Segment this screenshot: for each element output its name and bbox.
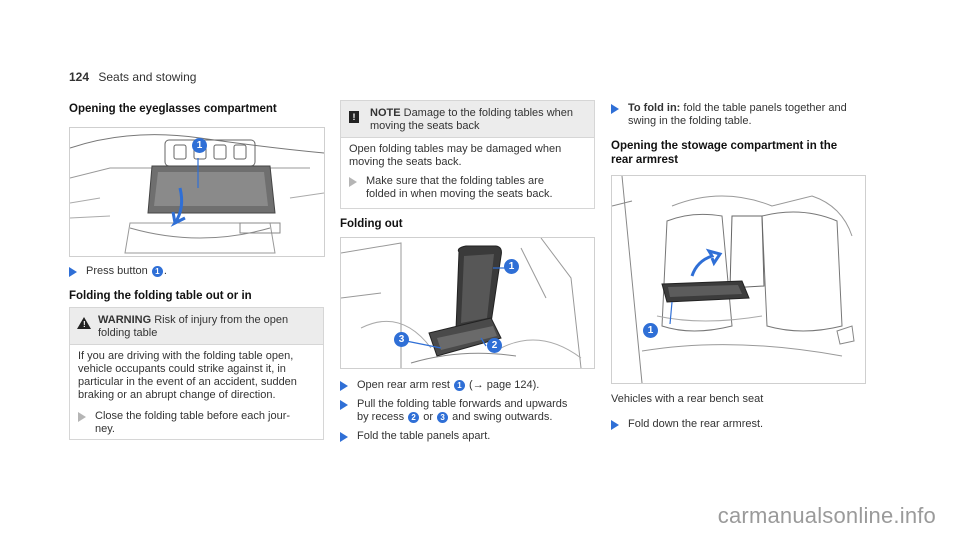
step-text: by recess — [357, 411, 405, 423]
page-header: 124 Seats and stowing — [69, 70, 196, 84]
step-text-line-1: To fold in: fold the table panels togeth… — [628, 102, 847, 116]
figure-badge-1: 1 — [504, 259, 519, 274]
step-text-end: and swing outwards. — [452, 411, 553, 423]
note-step-line-1: Make sure that the folding tables are — [366, 175, 544, 187]
section-title: Seats and stowing — [98, 70, 197, 84]
step-label: To fold in: — [628, 102, 681, 114]
step-text: Fold the table panels apart. — [357, 430, 491, 442]
step-arrow-icon — [340, 432, 348, 442]
warning-step-line-2: ney. — [95, 423, 115, 435]
step-text-line-2: by recess 2 or 3 and swing outwards. — [357, 411, 552, 425]
step-open-rear-arm-rest: Open rear arm rest 1 (→ page 124). — [340, 379, 594, 393]
warning-body-4: braking or an abrupt change of direction… — [78, 389, 276, 401]
button-1-badge: 1 — [151, 265, 163, 277]
figure-badge-2: 2 — [487, 338, 502, 353]
figure-caption: Vehicles with a rear bench seat — [611, 393, 764, 405]
warning-body-2: vehicle occupants could strike against i… — [78, 363, 286, 375]
step-text: fold the table panels together and — [683, 102, 847, 114]
heading-stowage-line-1: Opening the stowage compartment in the — [611, 140, 838, 152]
warning-body-1: If you are driving with the folding tabl… — [78, 350, 294, 362]
step-arrow-icon — [340, 381, 348, 391]
heading-folding-out: Folding out — [340, 218, 403, 230]
note-box: ! NOTE Damage to the folding tables when… — [340, 100, 595, 209]
step-text-line-2: swing in the folding table. — [628, 115, 752, 127]
figure-eyeglasses-compartment: 1 — [69, 127, 325, 257]
figure-folding-out: 1 2 3 — [340, 237, 595, 369]
step-pull-folding-table: Pull the folding table forwards and upwa… — [340, 398, 594, 426]
recess-3-badge: 3 — [437, 411, 449, 423]
warning-title-line-1: WARNING Risk of injury from the open — [98, 314, 288, 328]
warning-body-3: particular in the event of an accident, … — [78, 376, 297, 388]
step-arrow-icon — [611, 104, 619, 114]
figure-badge-1: 1 — [192, 138, 207, 153]
page-number: 124 — [69, 70, 90, 84]
warning-box: ! WARNING Risk of injury from the open f… — [69, 307, 324, 440]
step-arrow-icon — [78, 412, 86, 422]
note-step-line-2: folded in when moving the seats back. — [366, 188, 553, 200]
step-text-or: or — [423, 411, 433, 423]
warning-title-line-2: folding table — [98, 327, 158, 339]
heading-stowage-line-2: rear armrest — [611, 154, 679, 166]
recess-2-badge: 2 — [408, 411, 420, 423]
note-exclamation-icon: ! — [349, 111, 359, 123]
note-step: Make sure that the folding tables are fo… — [349, 175, 589, 203]
step-arrow-icon — [340, 400, 348, 410]
watermark: carmanualsonline.info — [717, 503, 936, 528]
heading-folding-table: Folding the folding table out or in — [69, 290, 252, 302]
step-arrow-icon — [69, 267, 77, 277]
step-text-line-1: Pull the folding table forwards and upwa… — [357, 398, 568, 410]
figure-badge-1: 1 — [643, 323, 658, 338]
note-body-1: Open folding tables may be damaged when — [349, 143, 562, 155]
warning-step: Close the folding table before each jour… — [78, 410, 318, 438]
figure-badge-3: 3 — [394, 332, 409, 347]
note-label: NOTE — [370, 107, 401, 119]
warning-step-line-1: Close the folding table before each jour… — [95, 410, 291, 422]
step-text: Open rear arm rest — [357, 379, 450, 391]
eyeglasses-illustration — [70, 134, 324, 254]
step-fold-panels-apart: Fold the table panels apart. — [340, 430, 594, 444]
step-text-end: . — [163, 265, 167, 277]
warning-label: WARNING — [98, 314, 152, 326]
step-text: Press button — [86, 265, 148, 277]
rear-armrest-illustration — [612, 176, 855, 383]
note-header: ! NOTE Damage to the folding tables when… — [341, 101, 594, 138]
note-title-line-2: moving the seats back — [370, 120, 480, 132]
folding-table-illustration — [341, 238, 582, 368]
step-text: Fold down the rear armrest. — [628, 418, 764, 430]
step-press-button: Press button 1. — [69, 265, 323, 279]
warning-header: ! WARNING Risk of injury from the open f… — [70, 308, 323, 345]
note-body-2: moving the seats back. — [349, 156, 462, 168]
note-title-1: Damage to the folding tables when — [403, 107, 574, 119]
figure-rear-armrest: 1 — [611, 175, 866, 384]
note-title-line-1: NOTE Damage to the folding tables when — [370, 107, 573, 121]
warning-triangle-icon: ! — [77, 317, 91, 329]
arm-rest-badge: 1 — [453, 379, 465, 391]
step-to-fold-in: To fold in: fold the table panels togeth… — [611, 102, 865, 130]
warning-title-1: Risk of injury from the open — [154, 314, 289, 326]
step-arrow-icon — [611, 420, 619, 430]
heading-eyeglasses: Opening the eyeglasses compartment — [69, 103, 277, 115]
page-reference-link[interactable]: (→ page 124). — [469, 379, 540, 391]
step-fold-down-armrest: Fold down the rear armrest. — [611, 418, 865, 432]
step-arrow-icon — [349, 177, 357, 187]
